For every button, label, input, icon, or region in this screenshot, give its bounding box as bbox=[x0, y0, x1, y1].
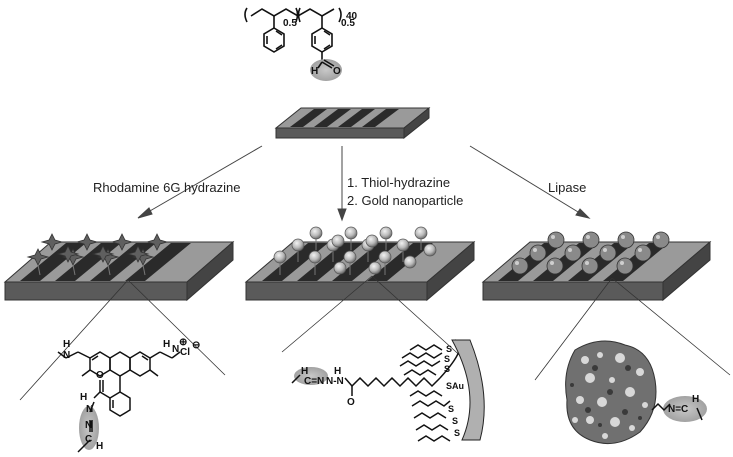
rhodamine-n-right: N bbox=[172, 344, 179, 355]
aldehyde-o-label: O bbox=[333, 66, 341, 77]
rhodamine-n-hydrazone: N bbox=[85, 420, 92, 431]
polymer-subscript-left: 0.5 bbox=[283, 18, 297, 29]
thiol-s-label: S bbox=[446, 344, 452, 354]
rhodamine-n-left: N bbox=[63, 350, 70, 361]
thiol-h: H bbox=[301, 366, 308, 377]
rhodamine-plus: ⊕ bbox=[179, 337, 187, 348]
gold-core bbox=[451, 339, 485, 441]
aldehyde-highlight bbox=[310, 59, 342, 81]
rhodamine-minus: ⊖ bbox=[192, 340, 200, 351]
rhodamine-h-left: H bbox=[63, 339, 70, 350]
lipase-n-eq-c: N=C bbox=[668, 404, 688, 415]
thiol-hydrazone-highlight bbox=[294, 367, 328, 385]
thiol-s-label: SAu bbox=[446, 381, 464, 391]
lipase-protein bbox=[565, 340, 657, 445]
left-substrate bbox=[3, 233, 235, 302]
top-substrate bbox=[274, 106, 431, 140]
rhodamine-h-hydrazone: H bbox=[96, 441, 103, 452]
polymer-subscript-right: 0.5 bbox=[341, 18, 355, 29]
rhodamine-h-amide: H bbox=[80, 392, 87, 403]
aldehyde-h-label: H bbox=[311, 66, 318, 77]
rhodamine-h-right: H bbox=[163, 339, 170, 350]
thiol-o: O bbox=[347, 397, 355, 408]
thiol-s-label: S bbox=[452, 416, 458, 426]
rhodamine-c-hydrazone: C bbox=[85, 434, 92, 445]
center-substrate bbox=[244, 226, 476, 302]
aldehyde-bonds bbox=[317, 59, 335, 69]
rhodamine-hydrazone-bonds bbox=[77, 401, 95, 453]
thiol-s-label: S bbox=[444, 354, 450, 364]
thiol-structure bbox=[291, 339, 461, 442]
polymer-degree: 40 bbox=[346, 11, 358, 22]
thiol-h2: H bbox=[334, 366, 341, 377]
zoom-lines bbox=[19, 275, 731, 401]
lipase-h: H bbox=[692, 394, 699, 405]
thiol-n-h: N-N bbox=[326, 376, 344, 387]
thiol-s-label: S bbox=[454, 428, 460, 438]
gold-step-label: 2. Gold nanoparticle bbox=[347, 193, 464, 208]
thiol-s-label: S bbox=[444, 364, 450, 374]
thiol-c-eq-n: C=N bbox=[304, 376, 324, 387]
rhodamine-structure bbox=[57, 351, 181, 417]
lipase-imine-highlight bbox=[663, 396, 707, 422]
reaction-arrows bbox=[137, 145, 591, 222]
polymer-structure bbox=[244, 7, 342, 62]
rhodamine-o-amide: O bbox=[96, 370, 104, 381]
rhodamine-n-amide: N bbox=[86, 404, 93, 415]
lipase-step-label: Lipase bbox=[548, 180, 587, 195]
lipase-linker bbox=[651, 402, 703, 421]
right-substrate bbox=[481, 231, 712, 302]
rhodamine-step-label: Rhodamine 6G hydrazine bbox=[93, 180, 241, 195]
thiol-step-label: 1. Thiol-hydrazine bbox=[347, 175, 451, 190]
rhodamine-hydrazone-highlight bbox=[79, 406, 99, 450]
rhodamine-cl: Cl bbox=[180, 347, 190, 358]
thiol-s-label: S bbox=[448, 404, 454, 414]
